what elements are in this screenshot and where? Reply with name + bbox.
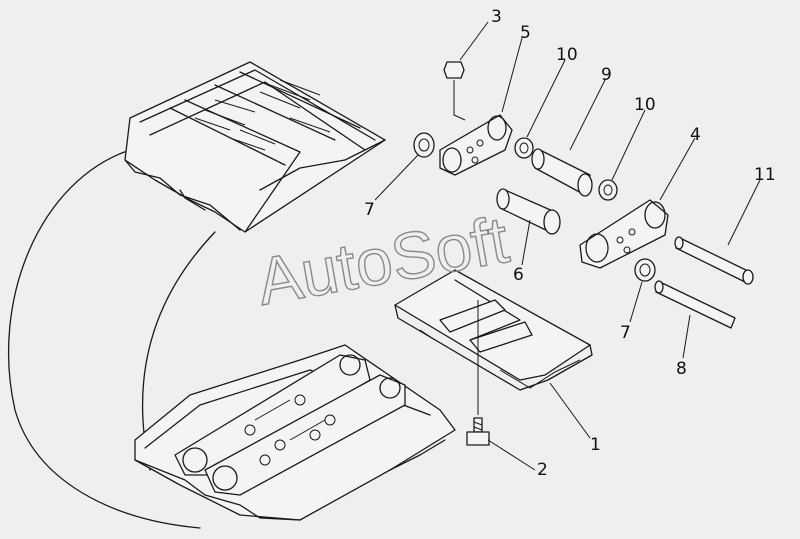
link-part-5	[439, 114, 513, 176]
callout-3: 3	[491, 7, 502, 27]
pin-part-8	[654, 280, 736, 329]
callout-7-left: 7	[364, 200, 375, 220]
callout-4: 4	[690, 125, 701, 145]
callout-11: 11	[754, 165, 776, 185]
spacer-part-10-right	[598, 179, 618, 201]
track-shoe-part-1	[394, 269, 593, 391]
callout-6: 6	[513, 265, 524, 285]
seal-part-7-right	[634, 258, 656, 282]
lower-track-assembly	[134, 344, 456, 521]
pin-part-11	[674, 236, 754, 285]
callout-5: 5	[520, 23, 531, 43]
callout-10-mid: 10	[634, 95, 656, 115]
callout-1: 1	[590, 435, 601, 455]
nut-part-3	[443, 61, 466, 121]
bolt-part-2	[466, 300, 490, 446]
seal-part-7-left	[413, 132, 435, 158]
bushing-part-6	[496, 188, 561, 235]
leader-lines	[374, 21, 761, 471]
bushing-part-9	[531, 148, 593, 197]
callout-10-top: 10	[556, 45, 578, 65]
callout-8: 8	[676, 359, 687, 379]
callout-7-right: 7	[620, 323, 631, 343]
spacer-part-10-left	[514, 137, 534, 159]
upper-track-shoes	[124, 61, 386, 233]
callout-2: 2	[537, 460, 548, 480]
link-part-4	[579, 199, 669, 269]
callout-9: 9	[601, 65, 612, 85]
